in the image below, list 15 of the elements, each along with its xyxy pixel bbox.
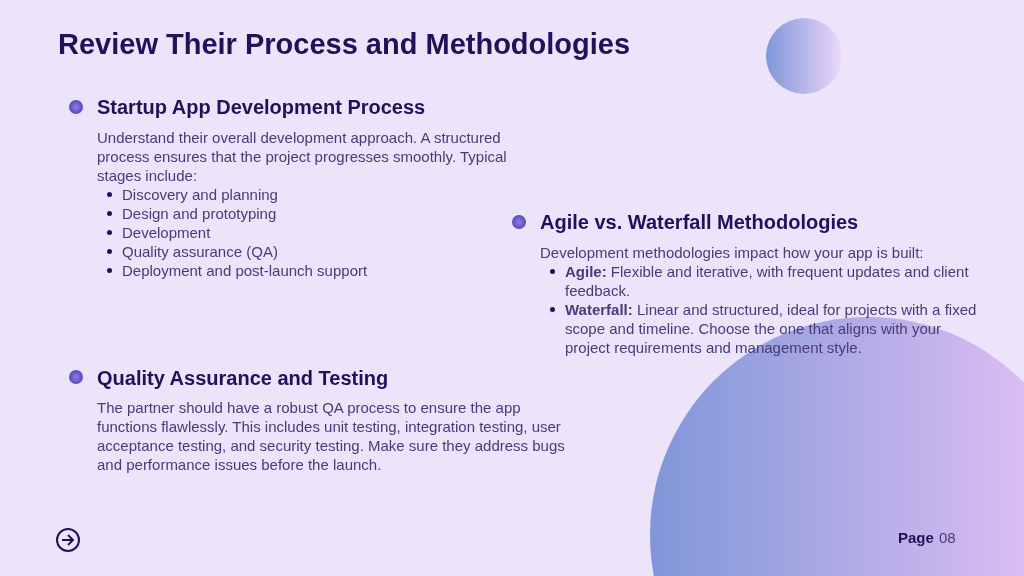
list-item: Development: [122, 223, 212, 242]
page-label: Page: [898, 528, 934, 547]
paragraph: The partner should have a robust QA process to ensure the app functions flawlessly. This includes unit testing, integration testing, user acceptance testing, and security testing. Make sure they address bugs and performance issues before the launch.: [97, 398, 566, 474]
list-item: Agile: Flexible and iterative, with frequent updates and client feedback.: [565, 262, 970, 300]
section-heading: Agile vs. Waterfall Methodologies: [540, 210, 860, 234]
list-item: Design and prototyping: [122, 204, 278, 223]
section-heading: Quality Assurance and Testing: [97, 366, 390, 390]
page-number: 08: [939, 528, 956, 547]
paragraph: Development methodologies impact how your app is built:: [540, 243, 925, 262]
paragraph: Understand their overall development approach. A structured process ensures that the project progresses smoothly. Typical stages include:: [97, 128, 508, 185]
list-item: Deployment and post-launch support: [122, 261, 369, 280]
list-item: Discovery and planning: [122, 185, 279, 204]
list-item: Quality assurance (QA): [122, 242, 279, 261]
slide-title: Review Their Process and Methodologies: [58, 28, 631, 61]
section-heading: Startup App Development Process: [97, 95, 427, 119]
